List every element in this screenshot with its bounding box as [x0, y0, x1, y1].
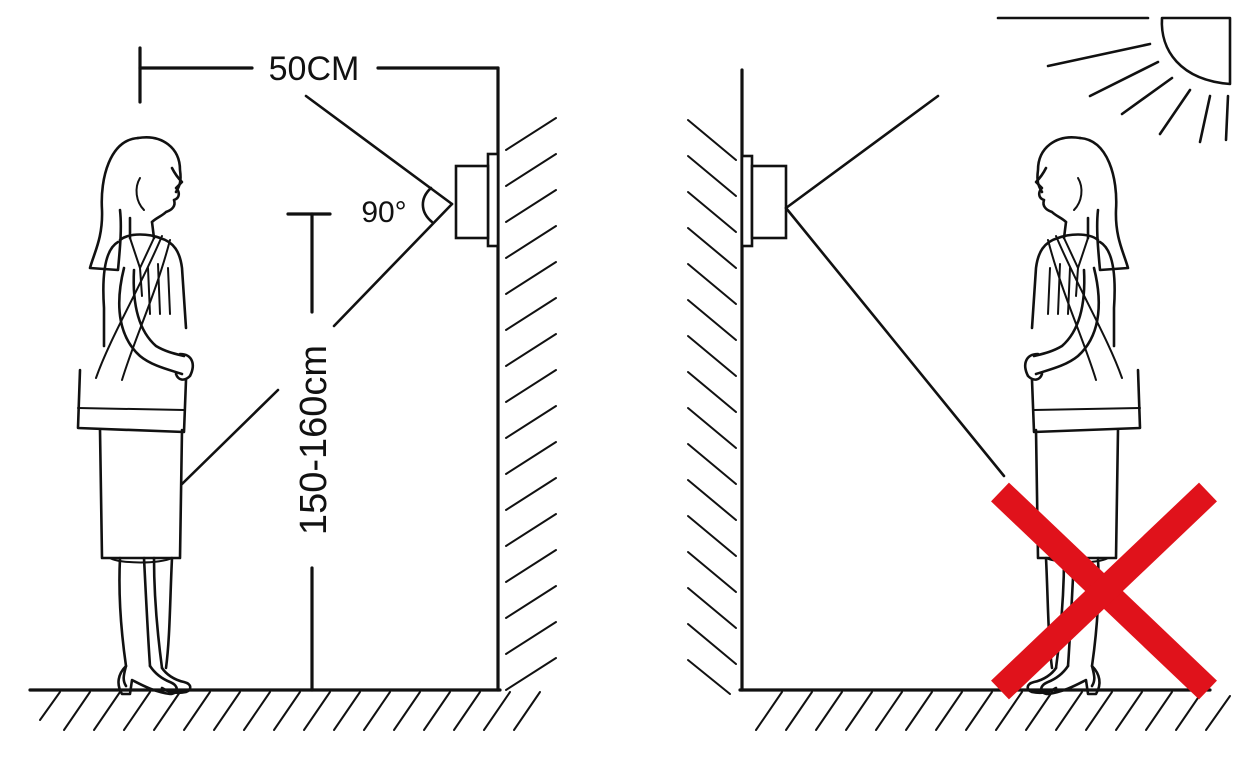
floor-hatch-right	[755, 691, 1231, 731]
red-cross-icon	[991, 482, 1217, 700]
sun-icon	[996, 16, 1232, 144]
correct-panel: 50CM 90° 150-160cm	[28, 46, 557, 731]
wall-hatch-right	[687, 119, 737, 695]
wrong-panel	[687, 16, 1232, 731]
height-label: 150-160cm	[293, 345, 335, 535]
camera-unit-icon-right	[740, 154, 788, 248]
woman-figure-icon	[76, 136, 195, 696]
view-cone-right	[784, 94, 1006, 478]
view-cone	[180, 94, 454, 486]
height-dimension	[286, 212, 332, 692]
floor-hatch	[39, 691, 541, 731]
camera-unit-icon	[454, 152, 500, 248]
distance-dimension	[138, 46, 500, 104]
distance-label: 50CM	[269, 50, 360, 88]
wall-hatch	[505, 117, 557, 691]
angle-label: 90°	[361, 196, 406, 229]
